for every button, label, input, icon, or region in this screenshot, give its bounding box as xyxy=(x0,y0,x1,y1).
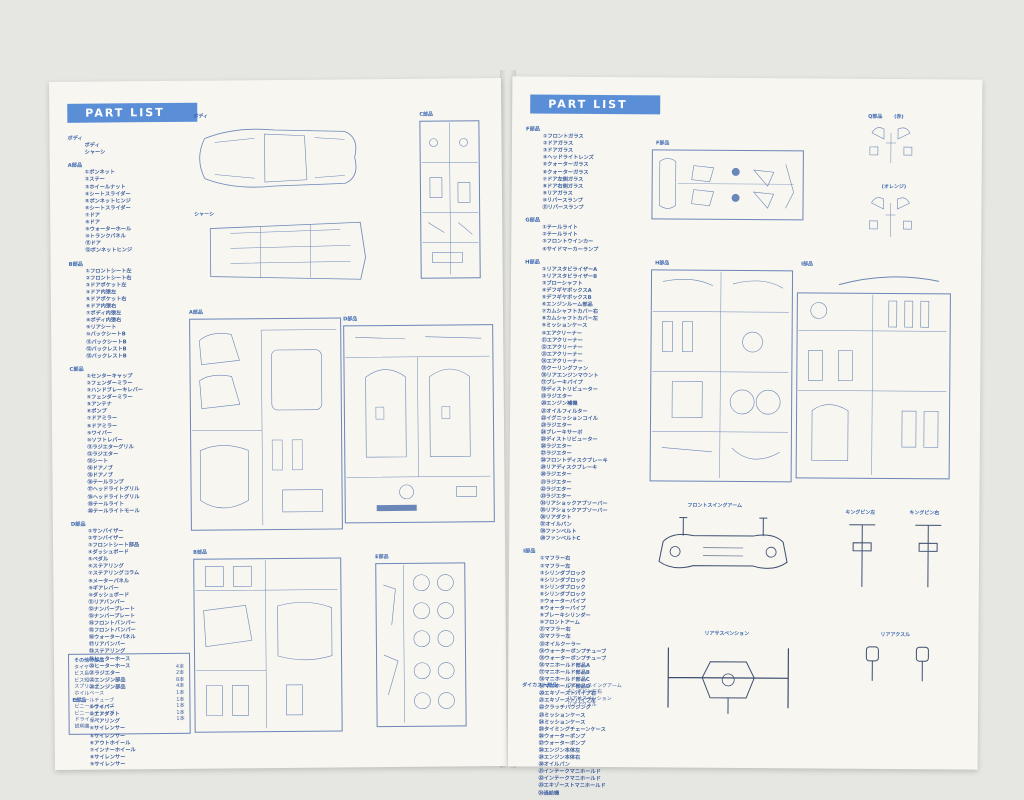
left-banner: PART LIST xyxy=(67,103,197,123)
label-f: F部品 xyxy=(656,139,669,146)
sprue-b-parts xyxy=(195,559,338,728)
part-item: ⑬バックレストB xyxy=(69,353,181,361)
sprue-f-parts xyxy=(653,151,799,216)
label-a: A部品 xyxy=(189,309,203,316)
label-kingpin-left: キングピン左 xyxy=(845,509,875,516)
chassis-drawing xyxy=(200,217,371,288)
sprue-d-parts xyxy=(345,326,491,519)
others-qty: 1本 xyxy=(176,716,184,723)
section-label: A部品 xyxy=(68,163,84,170)
rear-axle-drawing xyxy=(860,641,940,686)
sprue-i-parts xyxy=(798,270,947,475)
diecast-item: リアアクスル xyxy=(567,702,622,709)
label-e: E部品 xyxy=(375,553,388,560)
label-c: C部品 xyxy=(419,111,433,118)
section-label: D部品 xyxy=(71,521,87,528)
section-label: C部品 xyxy=(69,366,85,373)
label-swing-arm: フロントスイングアーム xyxy=(687,502,742,509)
kingpin-left-drawing xyxy=(847,519,877,589)
label-i: I部品 xyxy=(801,260,813,267)
part-item: ㊴ファンベルトC xyxy=(523,536,641,544)
label-h: H部品 xyxy=(655,259,669,266)
section-label: ボディ xyxy=(67,136,83,143)
sprue-e-parts xyxy=(377,564,462,723)
kingpin-right-drawing xyxy=(913,519,943,589)
section-label: I部品 xyxy=(523,549,539,556)
sprue-h-parts xyxy=(652,271,789,478)
rear-susp-drawing xyxy=(660,637,797,718)
part-item: シャーシ xyxy=(68,149,180,157)
others-name: 説明書 xyxy=(75,724,90,731)
right-banner: PART LIST xyxy=(530,94,660,114)
others-row: 説明書 xyxy=(75,723,185,731)
part-item: ④サイドマーカーランプ xyxy=(525,246,643,254)
section-label: B部品 xyxy=(69,261,85,268)
label-rear-susp: リアサスペンション xyxy=(705,630,750,637)
label-q-orange: (オレンジ) xyxy=(882,183,907,190)
label-chassis: シャーシ xyxy=(194,211,214,218)
label-b: B部品 xyxy=(193,549,207,556)
label-q: Q部品 xyxy=(868,113,882,120)
part-item: ⑳テールライトモール xyxy=(71,508,183,516)
section-label: F部品 xyxy=(526,126,542,133)
part-item: ⑪リバースランプ xyxy=(525,204,643,212)
label-d: D部品 xyxy=(343,315,357,322)
sprue-a-parts xyxy=(191,319,339,526)
label-rear-axle: リアアクスル xyxy=(881,631,911,638)
q-parts-orange xyxy=(865,191,915,241)
section-label: G部品 xyxy=(525,218,541,225)
label-kingpin-right: キングピン右 xyxy=(909,509,939,516)
section-label: H部品 xyxy=(525,259,541,266)
part-item: ⑫ボンネットヒンジ xyxy=(68,247,180,255)
q-parts-red xyxy=(866,123,916,167)
section-left-0: ボディボディシャーシ xyxy=(67,135,179,157)
body-drawing xyxy=(194,117,365,198)
label-q-red: (赤) xyxy=(894,113,904,120)
diecast-list: ダイカスト部品フロントスイングアームキングピン左右リアサスペンションリアアクスル xyxy=(522,682,622,708)
sprue-c-parts xyxy=(421,122,478,274)
part-item: ㉞過給機 xyxy=(521,790,639,798)
diecast-title: ダイカスト部品 xyxy=(522,682,567,689)
swing-arm-drawing xyxy=(653,511,793,582)
